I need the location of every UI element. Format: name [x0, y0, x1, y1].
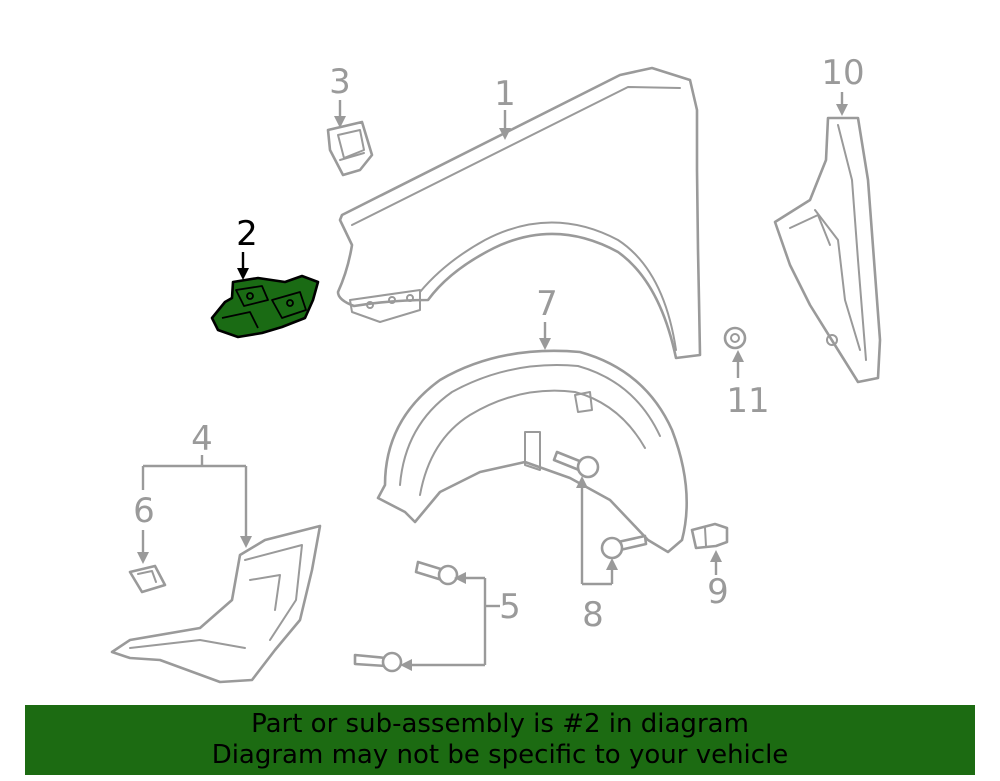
callout-7[interactable]: 7	[536, 284, 558, 324]
fender-part[interactable]	[336, 66, 702, 360]
callout-5[interactable]: 5	[499, 587, 521, 627]
callout-3[interactable]: 3	[329, 62, 351, 102]
banner-part-text: Part or sub-assembly is #2 in diagram	[251, 709, 749, 739]
callout-8[interactable]: 8	[582, 595, 604, 635]
callout-10[interactable]: 10	[821, 53, 864, 93]
liner-bolt-lower[interactable]	[600, 534, 648, 560]
callout-6[interactable]: 6	[133, 491, 155, 531]
fender-seal-part[interactable]	[773, 116, 882, 384]
leader-lines	[137, 92, 848, 671]
callout-11[interactable]: 11	[726, 381, 769, 421]
info-banner: Part or sub-assembly is #2 in diagram Di…	[25, 705, 975, 775]
parts-diagram: 1 2 3 4 5 6 7 8 9 10 11	[110, 53, 882, 684]
banner-disclaimer-text: Diagram may not be specific to your vehi…	[211, 740, 789, 770]
callout-labels: 1 2 3 4 5 6 7 8 9 10 11	[133, 53, 864, 635]
liner-bolt-upper[interactable]	[552, 450, 600, 479]
splash-shield-part[interactable]	[110, 524, 322, 684]
clip-nut-part[interactable]	[128, 564, 167, 594]
retainer-nut-part[interactable]	[723, 326, 747, 350]
push-clip-part[interactable]	[690, 522, 729, 550]
callout-9[interactable]: 9	[707, 572, 729, 612]
shield-bolt-upper[interactable]	[414, 560, 459, 586]
shield-bolt-lower[interactable]	[353, 651, 403, 673]
bracket-clip-part[interactable]	[326, 120, 374, 177]
callout-4[interactable]: 4	[191, 419, 213, 459]
fender-bracket-part[interactable]	[210, 274, 320, 339]
fender-liner-part[interactable]	[376, 349, 688, 554]
callout-2[interactable]: 2	[236, 214, 258, 254]
callout-1[interactable]: 1	[494, 74, 516, 114]
